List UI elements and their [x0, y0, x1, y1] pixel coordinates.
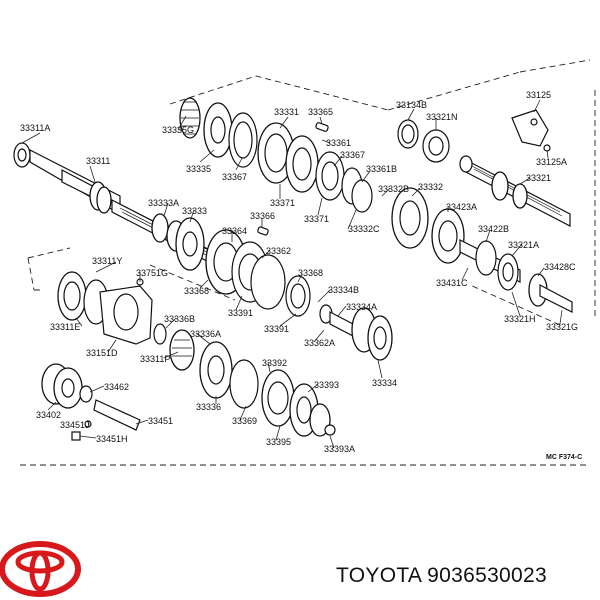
- label-33391-left: 33391: [228, 308, 253, 318]
- label-33321H: 33321H: [504, 314, 536, 324]
- label-33428C: 33428C: [544, 262, 576, 272]
- label-33125: 33125: [526, 90, 551, 100]
- label-33334A: 33334A: [346, 302, 377, 312]
- middle-synchro-assembly: [175, 217, 393, 361]
- label-33336: 33336: [196, 402, 221, 412]
- label-33134B: 33134B: [396, 100, 427, 110]
- extension-housing: [57, 271, 195, 371]
- drawing-code: MC F374-C: [546, 454, 582, 461]
- key-part-33365: [315, 122, 329, 132]
- reverse-idler-assembly: [199, 341, 336, 437]
- label-33371-right: 33371: [304, 214, 329, 224]
- key-part-33366: [257, 226, 269, 236]
- part-caption: TOYOTA 9036530023: [336, 564, 547, 587]
- label-33462: 33462: [104, 382, 129, 392]
- top-synchro-cluster: [179, 97, 363, 205]
- label-33321N: 33321N: [426, 112, 458, 122]
- label-33333: 33333: [182, 206, 207, 216]
- label-33125A: 33125A: [536, 157, 567, 167]
- leader-lines: [21, 99, 563, 449]
- label-33332C: 33332C: [348, 224, 380, 234]
- output-gear-cluster: [351, 179, 573, 313]
- label-33333A: 33333A: [148, 198, 179, 208]
- label-33391-right: 33391: [264, 324, 289, 334]
- label-33369: 33369: [232, 416, 257, 426]
- label-33431C: 33431C: [436, 278, 468, 288]
- label-33451: 33451: [148, 416, 173, 426]
- label-33423A: 33423A: [446, 202, 477, 212]
- label-33311A: 33311A: [20, 123, 50, 133]
- label-33311: 33311: [86, 156, 110, 166]
- label-33311Y: 33311Y: [92, 256, 122, 266]
- label-33371-left: 33371: [270, 198, 295, 208]
- left-group-outline: [27, 247, 236, 301]
- label-33362: 33362: [266, 246, 291, 256]
- label-33361: 33361: [326, 138, 351, 148]
- label-33332: 33332: [418, 182, 443, 192]
- label-33334: 33334: [372, 378, 397, 388]
- right-group-outline: [469, 90, 596, 326]
- label-33335G: 33335G: [162, 125, 194, 135]
- label-33364: 33364: [222, 226, 247, 236]
- label-33321A: 33321A: [508, 240, 539, 250]
- label-33392: 33392: [262, 358, 287, 368]
- label-33321G: 33321G: [546, 322, 578, 332]
- label-33368-right: 33368: [298, 268, 323, 278]
- label-33422B: 33422B: [478, 224, 509, 234]
- label-33311E: 33311E: [50, 322, 80, 332]
- label-33332B: 33332B: [378, 184, 409, 194]
- callout-labels: 33311A 33311 33335G 33335 33367 33331 33…: [20, 90, 582, 461]
- label-33361B: 33361B: [366, 164, 397, 174]
- upper-group-outline: [169, 59, 591, 111]
- label-33451H: 33451H: [96, 434, 128, 444]
- label-33393: 33393: [314, 380, 339, 390]
- label-33395: 33395: [266, 437, 291, 447]
- label-33393A: 33393A: [324, 444, 355, 454]
- label-33311P: 33311P: [140, 354, 170, 364]
- label-33751G: 33751G: [136, 268, 168, 278]
- label-33368-left: 33368: [184, 286, 209, 296]
- label-33365: 33365: [308, 107, 333, 117]
- label-33335: 33335: [186, 164, 211, 174]
- label-33334B: 33334B: [328, 285, 359, 295]
- label-33362A: 33362A: [304, 338, 335, 348]
- toyota-logo: [0, 541, 81, 597]
- label-33402: 33402: [36, 410, 61, 420]
- label-33331: 33331: [274, 107, 299, 117]
- label-33321: 33321: [526, 173, 551, 183]
- label-33151D: 33151D: [86, 348, 118, 358]
- counter-shaft: [397, 109, 571, 227]
- label-33367-right: 33367: [340, 150, 365, 160]
- label-33336A: 33336A: [190, 329, 221, 339]
- reverse-idler-gear: [41, 363, 141, 441]
- label-33366: 33366: [250, 211, 275, 221]
- label-33451J: 33451J: [60, 420, 90, 430]
- label-33367-top: 33367: [222, 172, 247, 182]
- label-33336B: 33336B: [164, 314, 195, 324]
